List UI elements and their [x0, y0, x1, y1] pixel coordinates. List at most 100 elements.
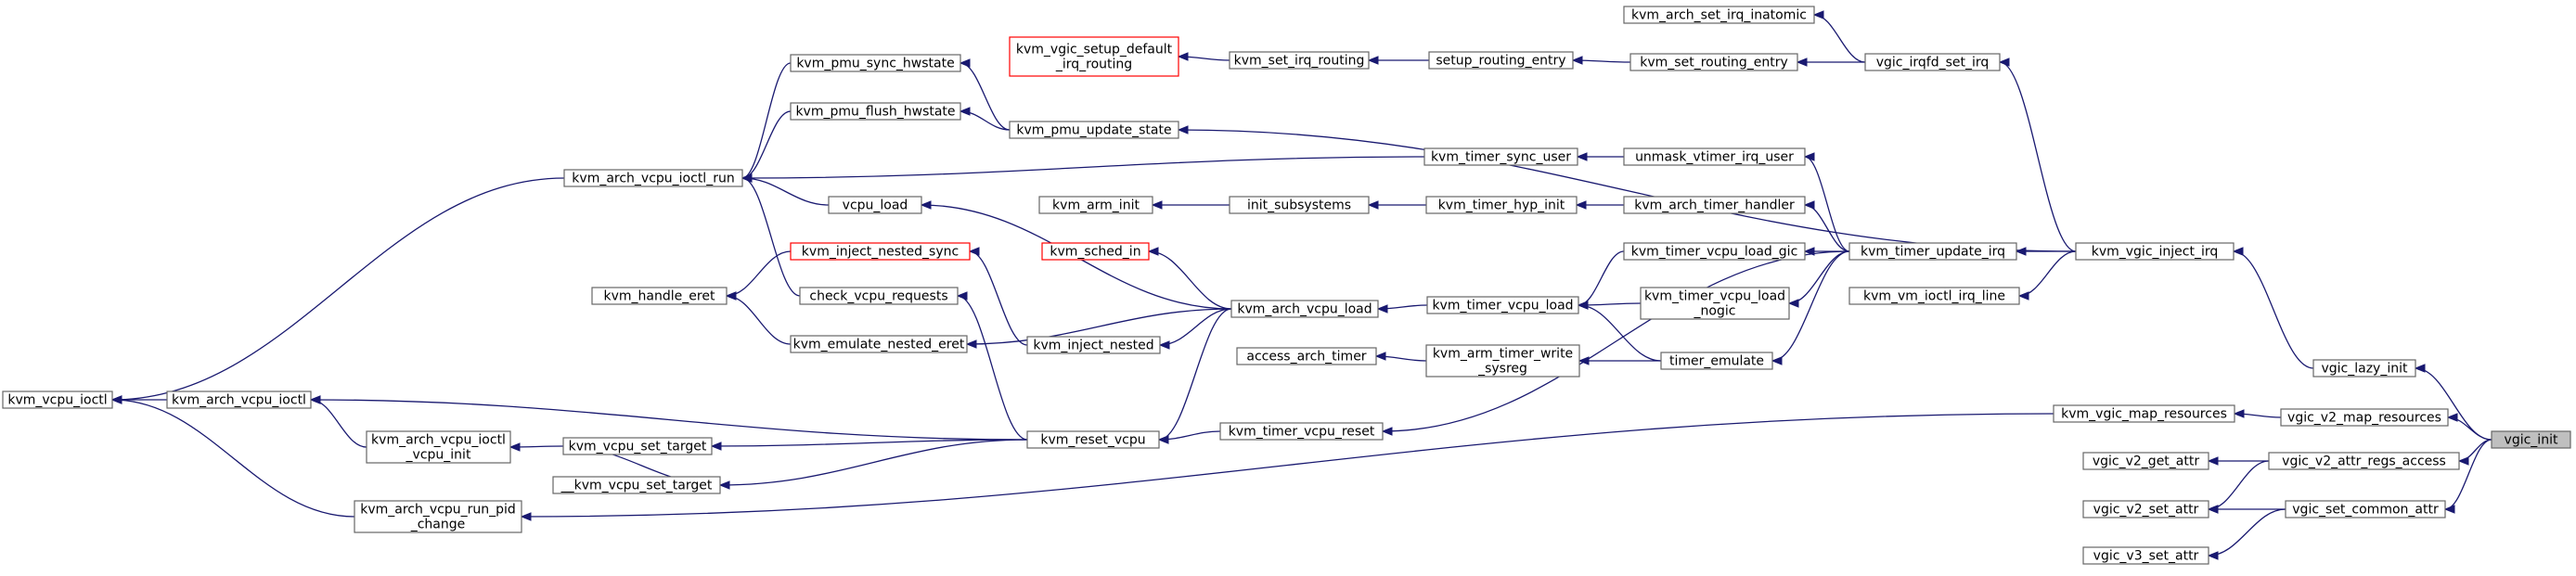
- node-box-kvm_pmu_update_state[interactable]: [1009, 121, 1179, 139]
- node-setup_routing_entry[interactable]: setup_routing_entry: [1428, 51, 1574, 70]
- node-kvm_inject_nested[interactable]: kvm_inject_nested: [1026, 336, 1161, 354]
- node-box-kvm_arch_vcpu_ioctl_run[interactable]: [563, 169, 743, 187]
- node-unmask_vtimer_irq_user[interactable]: unmask_vtimer_irq_user: [1623, 147, 1806, 166]
- node-box-kvm_arm_init[interactable]: [1038, 196, 1153, 214]
- node-box-kvm_vcpu_ioctl[interactable]: [2, 390, 113, 409]
- node-box-kvm_reset_vcpu[interactable]: [1026, 430, 1160, 449]
- node-box-timer_emulate[interactable]: [1660, 352, 1773, 370]
- node-box-kvm_handle_eret[interactable]: [591, 287, 728, 305]
- node-kvm_pmu_flush_hwstate[interactable]: kvm_pmu_flush_hwstate: [790, 102, 961, 121]
- node-kvm_set_irq_routing[interactable]: kvm_set_irq_routing: [1229, 51, 1370, 70]
- node-box-vgic_lazy_init[interactable]: [2312, 359, 2416, 378]
- node-kvm_set_routing_entry[interactable]: kvm_set_routing_entry: [1629, 53, 1798, 71]
- node-box-vcpu_load[interactable]: [828, 196, 922, 214]
- node-kvm_vgic_map_resources[interactable]: kvm_vgic_map_resources: [2053, 404, 2235, 423]
- node-box-kvm_timer_sync_user[interactable]: [1423, 147, 1578, 166]
- node-kvm_sched_in[interactable]: kvm_sched_in: [1041, 242, 1150, 261]
- node-box-kvm_timer_hyp_init[interactable]: [1425, 196, 1578, 214]
- node-kvm_pmu_sync_hwstate[interactable]: kvm_pmu_sync_hwstate: [790, 54, 961, 72]
- node-box-kvm_timer_vcpu_load_nogic[interactable]: [1640, 287, 1790, 320]
- node-box-kvm_timer_vcpu_reset[interactable]: [1219, 422, 1384, 441]
- node-kvm_timer_vcpu_load_nogic[interactable]: kvm_timer_vcpu_load_nogic: [1640, 287, 1790, 320]
- node-vgic_set_common_attr[interactable]: vgic_set_common_attr: [2285, 500, 2446, 518]
- node-box-kvm_arch_vcpu_load[interactable]: [1230, 300, 1379, 318]
- node-kvm_arch_vcpu_ioctl_run[interactable]: kvm_arch_vcpu_ioctl_run: [563, 169, 743, 187]
- node-kvm_reset_vcpu[interactable]: kvm_reset_vcpu: [1026, 430, 1160, 449]
- node-box-vgic_v3_set_attr[interactable]: [2082, 546, 2209, 565]
- node-box-kvm_inject_nested[interactable]: [1026, 336, 1161, 354]
- node-box-kvm_emulate_nested_eret[interactable]: [790, 335, 968, 353]
- node-box-__kvm_vcpu_set_target[interactable]: [552, 476, 721, 494]
- node-init_subsystems[interactable]: init_subsystems: [1229, 196, 1370, 214]
- node-kvm_arch_set_irq_inatomic[interactable]: kvm_arch_set_irq_inatomic: [1623, 6, 1815, 24]
- node-kvm_vcpu_set_target[interactable]: kvm_vcpu_set_target: [562, 437, 713, 455]
- node-timer_emulate[interactable]: timer_emulate: [1660, 352, 1773, 370]
- node-kvm_inject_nested_sync[interactable]: kvm_inject_nested_sync: [790, 242, 971, 261]
- node-kvm_arch_timer_handler[interactable]: kvm_arch_timer_handler: [1623, 196, 1806, 214]
- node-box-setup_routing_entry[interactable]: [1428, 51, 1574, 70]
- node-kvm_arch_vcpu_ioctl[interactable]: kvm_arch_vcpu_ioctl: [166, 390, 312, 409]
- node-box-kvm_inject_nested_sync[interactable]: [790, 242, 971, 261]
- node-box-kvm_timer_vcpu_load_gic[interactable]: [1623, 242, 1806, 261]
- node-kvm_arm_init[interactable]: kvm_arm_init: [1038, 196, 1153, 214]
- node-vcpu_load[interactable]: vcpu_load: [828, 196, 922, 214]
- node-box-vgic_v2_map_resources[interactable]: [2280, 408, 2449, 427]
- node-box-kvm_arch_vcpu_ioctl_vcpu_init[interactable]: [366, 430, 511, 464]
- node-box-kvm_pmu_sync_hwstate[interactable]: [790, 54, 961, 72]
- node-kvm_timer_vcpu_load_gic[interactable]: kvm_timer_vcpu_load_gic: [1623, 242, 1806, 261]
- node-box-kvm_timer_vcpu_load[interactable]: [1426, 296, 1579, 314]
- node-vgic_v2_attr_regs_access[interactable]: vgic_v2_attr_regs_access: [2268, 452, 2460, 470]
- node-check_vcpu_requests[interactable]: check_vcpu_requests: [799, 287, 959, 305]
- node-box-kvm_vgic_setup_default_irq_routing[interactable]: [1009, 36, 1179, 77]
- node-box-kvm_vcpu_set_target[interactable]: [562, 437, 713, 455]
- node-kvm_vm_ioctl_irq_line[interactable]: kvm_vm_ioctl_irq_line: [1848, 287, 2020, 305]
- node-kvm_arch_vcpu_ioctl_vcpu_init[interactable]: kvm_arch_vcpu_ioctl_vcpu_init: [366, 430, 511, 464]
- node-kvm_timer_vcpu_reset[interactable]: kvm_timer_vcpu_reset: [1219, 422, 1384, 441]
- node-kvm_timer_sync_user[interactable]: kvm_timer_sync_user: [1423, 147, 1578, 166]
- node-kvm_emulate_nested_eret[interactable]: kvm_emulate_nested_eret: [790, 335, 968, 353]
- node-box-kvm_vm_ioctl_irq_line[interactable]: [1848, 287, 2020, 305]
- node-vgic_v2_set_attr[interactable]: vgic_v2_set_attr: [2082, 500, 2209, 518]
- node-vgic_lazy_init[interactable]: vgic_lazy_init: [2312, 359, 2416, 378]
- node-box-kvm_timer_update_irq[interactable]: [1848, 242, 2017, 261]
- node-box-vgic_set_common_attr[interactable]: [2285, 500, 2446, 518]
- node-box-vgic_v2_attr_regs_access[interactable]: [2268, 452, 2460, 470]
- node-kvm_vgic_inject_irq[interactable]: kvm_vgic_inject_irq: [2075, 242, 2235, 261]
- node-vgic_irqfd_set_irq[interactable]: vgic_irqfd_set_irq: [1864, 53, 2001, 71]
- node-kvm_pmu_update_state[interactable]: kvm_pmu_update_state: [1009, 121, 1179, 139]
- node-vgic_v3_set_attr[interactable]: vgic_v3_set_attr: [2082, 546, 2209, 565]
- node-box-vgic_init[interactable]: [2491, 430, 2571, 449]
- node-box-check_vcpu_requests[interactable]: [799, 287, 959, 305]
- node-kvm_arm_timer_write_sysreg[interactable]: kvm_arm_timer_write_sysreg: [1425, 344, 1580, 378]
- node-box-kvm_sched_in[interactable]: [1041, 242, 1150, 261]
- node-box-vgic_irqfd_set_irq[interactable]: [1864, 53, 2001, 71]
- node-box-kvm_arch_vcpu_run_pid_change[interactable]: [354, 500, 522, 533]
- node-kvm_arch_vcpu_load[interactable]: kvm_arch_vcpu_load: [1230, 300, 1379, 318]
- node-kvm_handle_eret[interactable]: kvm_handle_eret: [591, 287, 728, 305]
- node-kvm_vcpu_ioctl[interactable]: kvm_vcpu_ioctl: [2, 390, 113, 409]
- node-vgic_init[interactable]: vgic_init: [2491, 430, 2571, 449]
- node-vgic_v2_map_resources[interactable]: vgic_v2_map_resources: [2280, 408, 2449, 427]
- node-vgic_v2_get_attr[interactable]: vgic_v2_get_attr: [2082, 452, 2209, 470]
- node-box-unmask_vtimer_irq_user[interactable]: [1623, 147, 1806, 166]
- node-box-kvm_arm_timer_write_sysreg[interactable]: [1425, 344, 1580, 378]
- node-box-init_subsystems[interactable]: [1229, 196, 1370, 214]
- node-box-kvm_vgic_inject_irq[interactable]: [2075, 242, 2235, 261]
- node-kvm_vgic_setup_default_irq_routing[interactable]: kvm_vgic_setup_default_irq_routing: [1009, 36, 1179, 77]
- node-box-vgic_v2_set_attr[interactable]: [2082, 500, 2209, 518]
- node-box-kvm_set_irq_routing[interactable]: [1229, 51, 1370, 70]
- node-box-kvm_vgic_map_resources[interactable]: [2053, 404, 2235, 423]
- node-box-kvm_set_routing_entry[interactable]: [1629, 53, 1798, 71]
- node-kvm_arch_vcpu_run_pid_change[interactable]: kvm_arch_vcpu_run_pid_change: [354, 500, 522, 533]
- node-box-access_arch_timer[interactable]: [1236, 347, 1377, 365]
- node-__kvm_vcpu_set_target[interactable]: __kvm_vcpu_set_target: [552, 476, 721, 494]
- node-box-kvm_arch_set_irq_inatomic[interactable]: [1623, 6, 1815, 24]
- node-box-kvm_arch_timer_handler[interactable]: [1623, 196, 1806, 214]
- node-box-vgic_v2_get_attr[interactable]: [2082, 452, 2209, 470]
- node-box-kvm_arch_vcpu_ioctl[interactable]: [166, 390, 312, 409]
- node-kvm_timer_vcpu_load[interactable]: kvm_timer_vcpu_load: [1426, 296, 1579, 314]
- node-kvm_timer_hyp_init[interactable]: kvm_timer_hyp_init: [1425, 196, 1578, 214]
- node-kvm_timer_update_irq[interactable]: kvm_timer_update_irq: [1848, 242, 2017, 261]
- node-access_arch_timer[interactable]: access_arch_timer: [1236, 347, 1377, 365]
- node-box-kvm_pmu_flush_hwstate[interactable]: [790, 102, 961, 121]
